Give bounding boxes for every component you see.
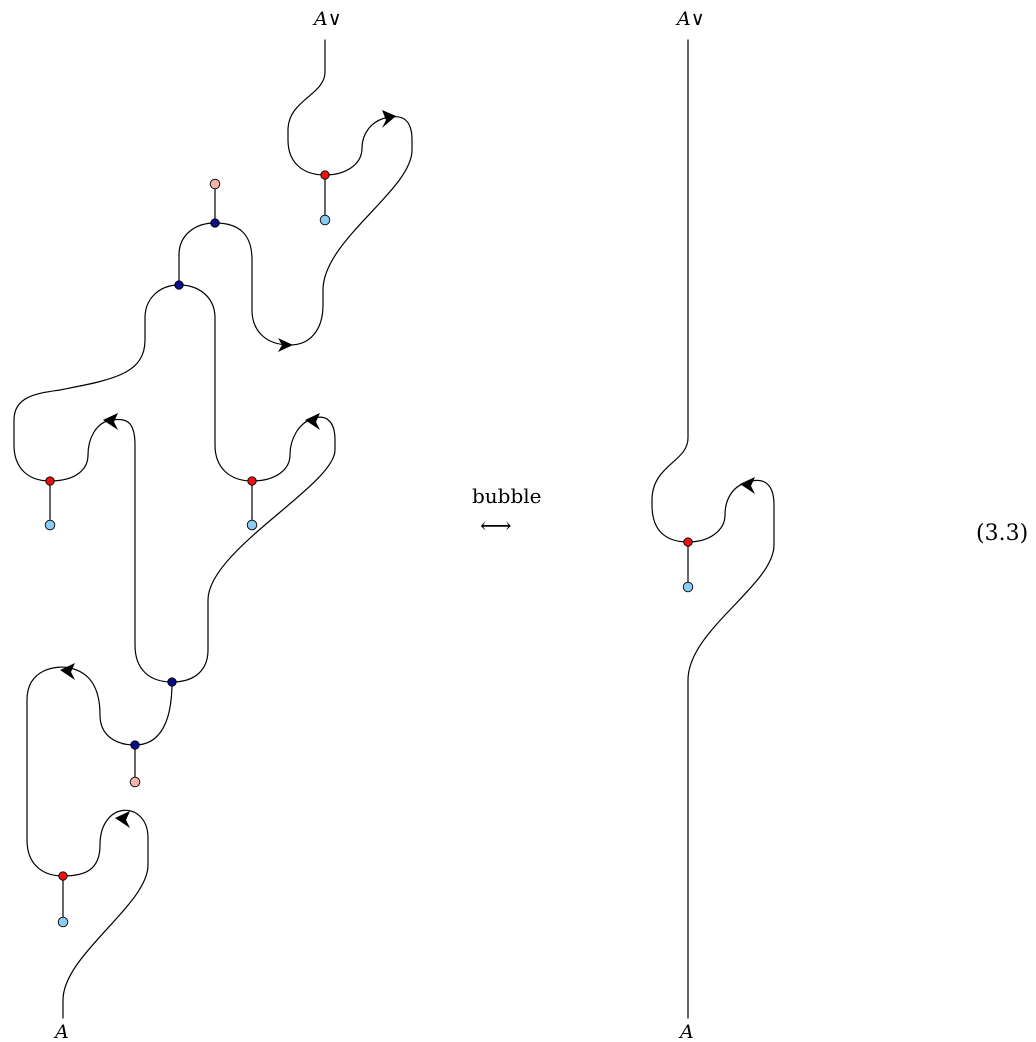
- light-blue-vertex: [682, 581, 694, 593]
- dark-blue-vertex: [130, 740, 140, 750]
- arrowhead: [740, 477, 755, 494]
- label-top-left: A∨: [312, 8, 342, 30]
- pink-vertex: [129, 776, 141, 788]
- dark-blue-vertex: [210, 218, 220, 228]
- arrowhead: [278, 338, 293, 352]
- wire-lower-join: [134, 681, 173, 746]
- label-top-right: A∨: [675, 8, 705, 30]
- red-vertex: [683, 537, 693, 547]
- wire-right-input: [687, 479, 775, 1019]
- red-vertex: [58, 871, 68, 881]
- red-vertex: [320, 170, 330, 180]
- equation-number: (3.3): [976, 521, 1028, 546]
- label-bottom-left: A: [53, 1021, 69, 1042]
- light-blue-vertex: [319, 214, 331, 226]
- wire-bottom-input: [26, 666, 149, 1019]
- wire-upper-right: [214, 116, 413, 346]
- dark-blue-vertex: [174, 280, 184, 290]
- arrowhead: [60, 663, 75, 680]
- label-bottom-right: A: [678, 1021, 694, 1042]
- relation: bubble ⟷: [472, 484, 542, 539]
- wire-left-red-loop: [13, 284, 180, 482]
- wire-mid-left: [111, 418, 173, 683]
- red-vertex: [247, 476, 257, 486]
- relation-arrow: ⟷: [480, 514, 512, 539]
- arrowhead: [382, 110, 396, 128]
- light-blue-vertex: [246, 519, 258, 531]
- left-diagram: A∨ A: [13, 8, 413, 1042]
- wire-mid-left-cap: [49, 419, 113, 482]
- pink-vertex: [209, 178, 221, 190]
- wire-top-output: [287, 39, 326, 176]
- right-diagram: A∨ A: [651, 8, 775, 1042]
- relation-label: bubble: [472, 484, 542, 508]
- wire-mid-right: [171, 416, 336, 683]
- dark-blue-vertex: [167, 677, 177, 687]
- arrowhead: [305, 413, 320, 430]
- arrowhead: [103, 413, 118, 430]
- red-vertex: [45, 476, 55, 486]
- wire-center-red-up: [178, 284, 253, 482]
- wire-upper-join: [178, 222, 216, 286]
- light-blue-vertex: [44, 519, 56, 531]
- light-blue-vertex: [57, 916, 69, 928]
- arrowhead: [115, 811, 130, 828]
- wire-right-output: [651, 39, 689, 543]
